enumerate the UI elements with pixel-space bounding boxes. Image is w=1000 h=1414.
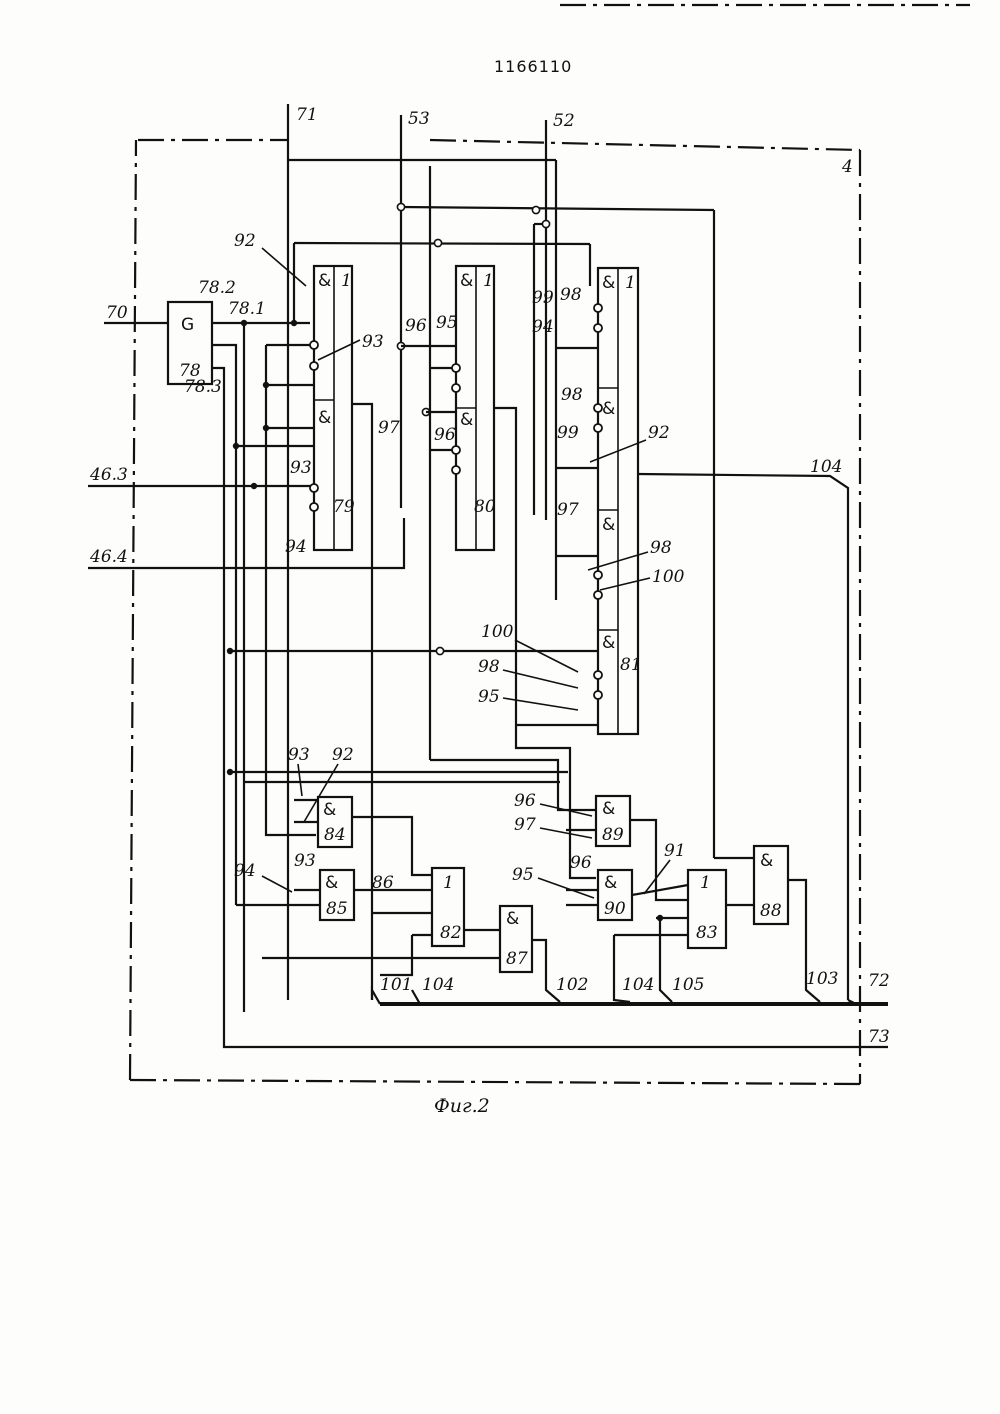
svg-text:99: 99 bbox=[532, 288, 554, 308]
svg-text:92: 92 bbox=[332, 745, 354, 765]
gen-output-78-2-label: 78.2 bbox=[198, 278, 236, 298]
svg-text:95: 95 bbox=[478, 687, 500, 707]
svg-text:&: & bbox=[604, 873, 617, 893]
output-72-label: 72 bbox=[868, 971, 890, 991]
svg-text:&: & bbox=[602, 633, 615, 653]
gate-80-number: 80 bbox=[474, 497, 496, 517]
svg-text:&: & bbox=[506, 909, 519, 929]
svg-text:100: 100 bbox=[481, 622, 514, 642]
svg-text:93: 93 bbox=[362, 332, 384, 352]
figure-caption: Фиг.2 bbox=[434, 1095, 490, 1117]
svg-text:&: & bbox=[602, 273, 615, 293]
input-70-label: 70 bbox=[106, 303, 128, 323]
gate-81-number: 81 bbox=[620, 655, 642, 675]
svg-text:104: 104 bbox=[422, 975, 454, 995]
svg-text:89: 89 bbox=[602, 825, 624, 845]
patent-number: 1166110 bbox=[494, 57, 572, 76]
input-53-label: 53 bbox=[408, 109, 430, 129]
svg-text:93: 93 bbox=[294, 851, 316, 871]
svg-text:100: 100 bbox=[652, 567, 685, 587]
svg-text:92: 92 bbox=[234, 231, 256, 251]
svg-text:1: 1 bbox=[700, 873, 711, 893]
svg-text:1: 1 bbox=[483, 271, 494, 291]
svg-text:91: 91 bbox=[664, 841, 686, 861]
gen-output-78-1-label: 78.1 bbox=[228, 299, 266, 319]
svg-text:94: 94 bbox=[234, 861, 256, 881]
svg-text:87: 87 bbox=[506, 949, 528, 969]
svg-text:&: & bbox=[325, 873, 338, 893]
svg-text:85: 85 bbox=[326, 899, 348, 919]
svg-text:82: 82 bbox=[440, 923, 462, 943]
svg-text:86: 86 bbox=[372, 873, 394, 893]
svg-text:1: 1 bbox=[443, 873, 454, 893]
block-label: 4 bbox=[841, 157, 853, 177]
svg-text:&: & bbox=[460, 271, 473, 291]
svg-text:98: 98 bbox=[561, 385, 583, 405]
svg-text:105: 105 bbox=[672, 975, 704, 995]
wire-78-1 bbox=[212, 323, 244, 1012]
svg-text:96: 96 bbox=[405, 316, 427, 336]
generator-symbol: G bbox=[181, 315, 194, 335]
svg-text:97: 97 bbox=[378, 418, 400, 438]
svg-text:83: 83 bbox=[696, 923, 718, 943]
svg-text:97: 97 bbox=[557, 500, 579, 520]
svg-text:93: 93 bbox=[288, 745, 310, 765]
input-46-4-wire bbox=[88, 518, 404, 568]
gate-79-and-symbol: & bbox=[318, 271, 331, 291]
input-46-3-label: 46.3 bbox=[89, 465, 128, 485]
svg-text:95: 95 bbox=[512, 865, 534, 885]
svg-text:&: & bbox=[760, 851, 773, 871]
svg-text:90: 90 bbox=[604, 899, 626, 919]
svg-text:1: 1 bbox=[625, 273, 636, 293]
svg-text:96: 96 bbox=[434, 425, 456, 445]
svg-text:95: 95 bbox=[436, 313, 458, 333]
svg-text:102: 102 bbox=[556, 975, 588, 995]
svg-text:&: & bbox=[318, 408, 331, 428]
svg-text:&: & bbox=[602, 799, 615, 819]
svg-text:104: 104 bbox=[622, 975, 654, 995]
svg-text:98: 98 bbox=[478, 657, 500, 677]
gen-output-78-3-label: 78.3 bbox=[184, 377, 222, 397]
svg-text:96: 96 bbox=[514, 791, 536, 811]
input-46-4-label: 46.4 bbox=[89, 547, 128, 567]
svg-text:88: 88 bbox=[760, 901, 782, 921]
output-73-label: 73 bbox=[868, 1027, 890, 1047]
gate-79-number: 79 bbox=[333, 497, 355, 517]
svg-text:84: 84 bbox=[324, 825, 346, 845]
svg-text:101: 101 bbox=[380, 975, 412, 995]
svg-text:&: & bbox=[460, 410, 473, 430]
svg-text:&: & bbox=[602, 515, 615, 535]
svg-text:99: 99 bbox=[557, 423, 579, 443]
svg-text:94: 94 bbox=[285, 537, 307, 557]
gate-79-or-symbol: 1 bbox=[341, 271, 352, 291]
input-71-label: 71 bbox=[296, 105, 318, 125]
svg-text:98: 98 bbox=[650, 538, 672, 558]
input-52-label: 52 bbox=[553, 111, 575, 131]
svg-text:104: 104 bbox=[810, 457, 842, 477]
svg-text:94: 94 bbox=[532, 317, 554, 337]
svg-text:103: 103 bbox=[806, 969, 838, 989]
svg-text:92: 92 bbox=[648, 423, 670, 443]
svg-text:93: 93 bbox=[290, 458, 312, 478]
svg-text:98: 98 bbox=[560, 285, 582, 305]
svg-text:&: & bbox=[602, 399, 615, 419]
svg-text:97: 97 bbox=[514, 815, 536, 835]
svg-text:&: & bbox=[323, 800, 336, 820]
svg-text:96: 96 bbox=[570, 853, 592, 873]
